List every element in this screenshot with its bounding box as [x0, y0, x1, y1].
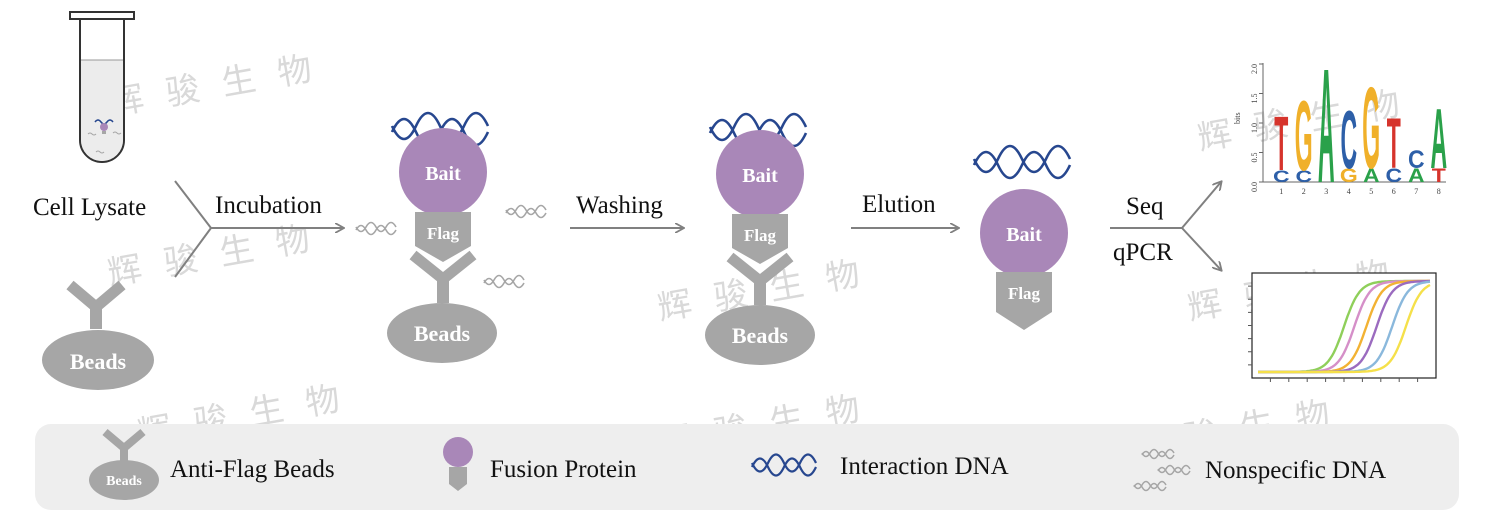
logo-letter: C [1408, 146, 1425, 174]
legend-fusion-protein-label: Fusion Protein [490, 456, 637, 483]
logo-y-tick: 0.0 [1250, 182, 1259, 192]
logo-letter: G [1340, 166, 1358, 187]
fusion-protein-icon [443, 437, 473, 467]
interaction-dna-icon [972, 144, 1072, 180]
test-tube-icon [69, 11, 135, 163]
elution-label: Elution [862, 191, 936, 218]
logo-letter: C [1340, 93, 1357, 186]
logo-letter: T [1387, 105, 1401, 184]
legend-anti-flag-beads-label: Anti-Flag Beads [170, 456, 335, 483]
logo-letter: T [1274, 101, 1288, 188]
bait-complex-incubation [387, 111, 497, 363]
interaction-dna-icon [751, 453, 817, 477]
qpcr-label: qPCR [1113, 239, 1173, 266]
flag-label: Flag [1008, 284, 1041, 303]
logo-letter: T [1432, 166, 1446, 187]
logo-x-tick: 3 [1324, 187, 1328, 196]
nonspecific-dna-icon [1133, 448, 1191, 492]
legend-beads-label: Beads [106, 474, 142, 489]
logo-x-tick: 4 [1347, 187, 1351, 196]
bait-label: Bait [425, 163, 461, 185]
logo-y-axis-label: bits [1233, 112, 1242, 124]
logo-letter: C [1273, 168, 1290, 186]
legend-anti-flag-beads: Beads Anti-Flag Beads [89, 428, 335, 500]
logo-y-tick: 1.0 [1250, 123, 1259, 133]
logo-letter: A [1318, 35, 1335, 217]
logo-x-tick: 6 [1392, 187, 1396, 196]
washing-label: Washing [576, 192, 663, 219]
logo-letter: G [1295, 82, 1313, 192]
flag-label: Flag [427, 224, 460, 243]
legend-interaction-dna-label: Interaction DNA [840, 453, 1009, 480]
logo-y-tick: 1.5 [1250, 94, 1259, 104]
logo-letter: A [1430, 92, 1447, 188]
qpcr-amplification-curve [1258, 283, 1431, 374]
logo-x-tick: 5 [1369, 187, 1373, 196]
logo-x-tick: 1 [1279, 187, 1283, 196]
legend-interaction-dna: Interaction DNA [751, 453, 1009, 480]
logo-letter: G [1362, 63, 1380, 193]
beads-label: Beads [70, 349, 127, 374]
logo-x-tick: 2 [1302, 187, 1306, 196]
nonspecific-dna-icon [355, 204, 547, 289]
legend-nonspecific-dna-label: Nonspecific DNA [1205, 457, 1386, 484]
logo-letter: A [1363, 166, 1380, 187]
cell-lysate-label: Cell Lysate [33, 194, 146, 221]
flag-label: Flag [744, 226, 777, 245]
analysis-split-arrow [1110, 182, 1221, 270]
legend-nonspecific-dna: Nonspecific DNA [1133, 448, 1386, 492]
beads-label: Beads [732, 323, 789, 348]
legend-panel [35, 424, 1459, 510]
eluted-bait-complex [972, 144, 1072, 330]
beads-label: Beads [414, 321, 471, 346]
bait-label: Bait [1006, 224, 1042, 246]
bait-label: Bait [742, 165, 778, 187]
bait-complex-washed [705, 112, 815, 365]
incubation-arrow [174, 180, 343, 278]
logo-letter: A [1408, 166, 1425, 187]
watermark-text: 辉 骏 生 物 [105, 218, 319, 294]
logo-letter: C [1295, 168, 1312, 186]
watermark-text: 辉 骏 生 物 [107, 48, 321, 124]
logo-x-tick: 7 [1414, 187, 1418, 196]
logo-x-tick: 8 [1437, 187, 1441, 196]
flag-tag-icon [449, 467, 467, 491]
legend-fusion-protein: Fusion Protein [443, 437, 637, 491]
qpcr-amplification-plot [1248, 272, 1437, 382]
incubation-label: Incubation [215, 192, 322, 219]
logo-y-tick: 2.0 [1250, 64, 1259, 74]
antibody-beads-icon [42, 280, 154, 390]
beads-icon [89, 460, 159, 500]
logo-y-tick: 0.5 [1250, 153, 1259, 163]
logo-letter: C [1385, 166, 1402, 187]
seq-label: Seq [1126, 193, 1164, 220]
